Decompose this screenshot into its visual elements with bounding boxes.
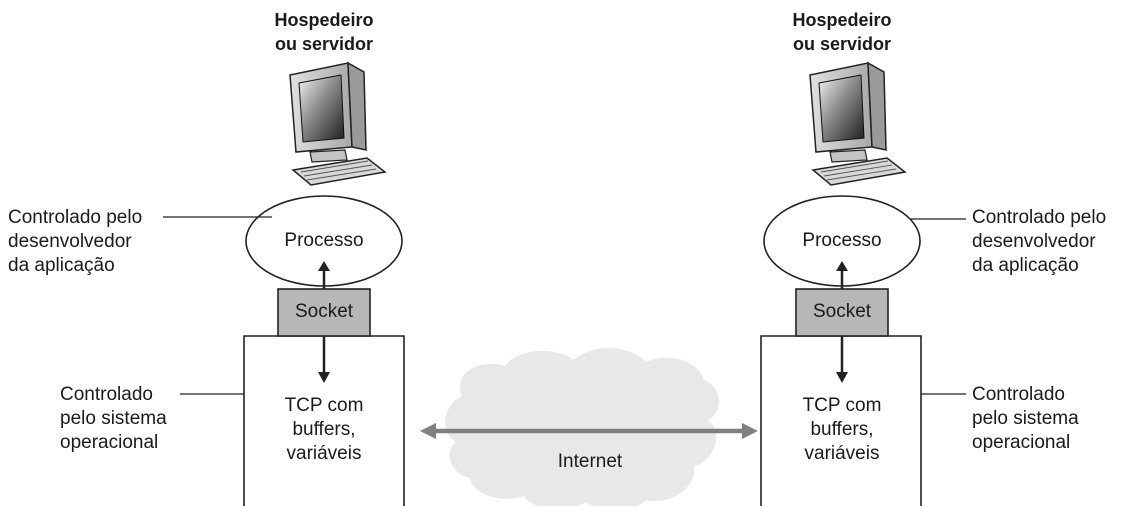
left-socket-box: [277, 288, 371, 337]
right-os-control-label: Controlado pelo sistema operacional: [972, 384, 1079, 453]
right-computer-icon: [809, 61, 907, 186]
left-tcp-label: TCP com buffers, variáveis: [284, 395, 364, 464]
left-computer-icon: [289, 61, 387, 186]
left-host-title: Hospedeiro ou servidor: [274, 10, 374, 54]
internet-double-arrow: [420, 423, 758, 439]
left-socket-tcp-arrow: [318, 336, 330, 383]
left-socket-process-arrow: [318, 261, 330, 289]
cloud-icon: [445, 348, 719, 506]
left-os-control-label: Controlado pelo sistema operacional: [60, 384, 167, 453]
left-dev-control-label: Controlado pelo desenvolvedor da aplicaç…: [8, 207, 143, 276]
internet-label: Internet: [557, 451, 623, 472]
right-socket-label: Socket: [812, 301, 872, 322]
right-dev-control-label: Controlado pelo desenvolvedor da aplicaç…: [972, 207, 1107, 276]
left-socket-label: Socket: [294, 301, 354, 322]
right-process-label: Processo: [802, 230, 882, 251]
right-socket-box: [795, 288, 889, 337]
right-socket-tcp-arrow: [836, 336, 848, 383]
right-host-title: Hospedeiro ou servidor: [792, 10, 892, 54]
right-socket-process-arrow: [836, 261, 848, 289]
right-tcp-label: TCP com buffers, variáveis: [802, 395, 882, 464]
left-process-label: Processo: [284, 230, 364, 251]
